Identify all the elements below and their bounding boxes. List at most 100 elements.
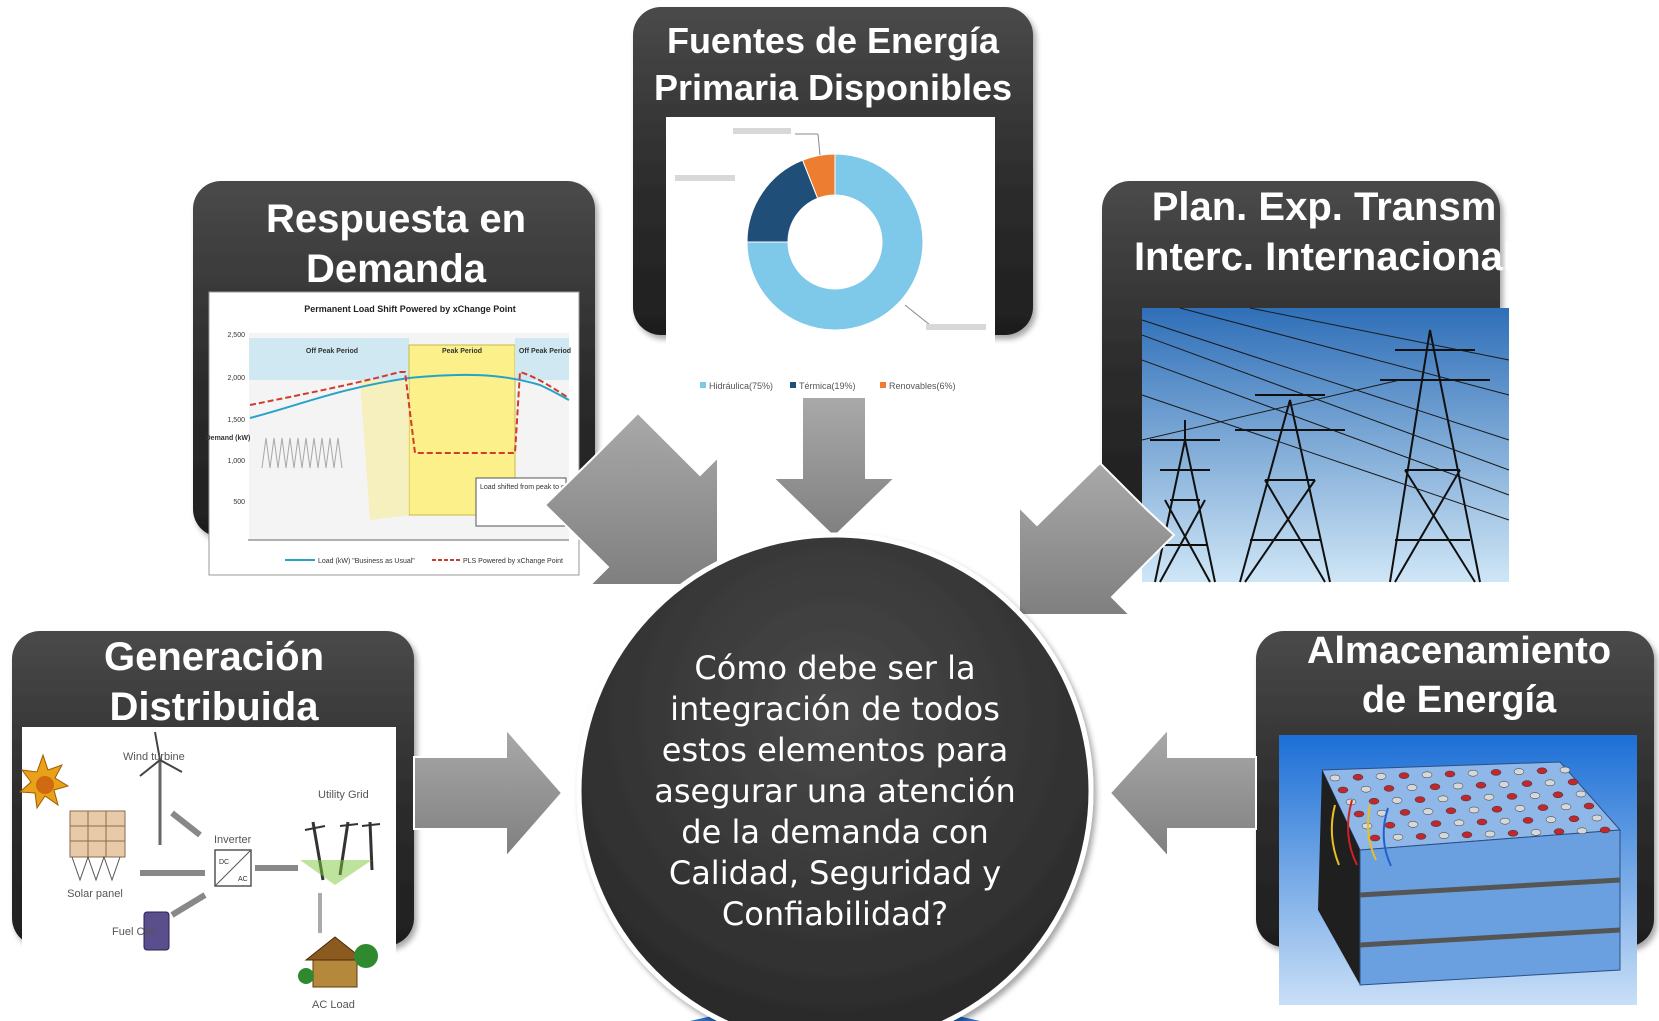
y-tick: 2,000	[227, 375, 245, 382]
center-text-line: Confiabilidad?	[722, 895, 948, 933]
center-text-line: asegurar una atención	[654, 772, 1015, 810]
utility-grid-icon	[300, 821, 381, 885]
center-circle	[576, 532, 1094, 1021]
panel-title-line: Fuentes de Energía	[667, 20, 1000, 61]
battery-terminal	[1559, 766, 1571, 774]
battery-terminal	[1583, 802, 1595, 810]
inverter-ac: AC	[238, 876, 248, 883]
battery-terminal	[1513, 768, 1525, 775]
panel-generacion-distribuida: Generación Distribuida Solar panel Wind …	[12, 631, 414, 1019]
panel-title-line: Generación	[104, 635, 324, 679]
center-text-line: estos elementos para	[662, 731, 1008, 769]
battery-terminal	[1398, 772, 1410, 779]
wire-blue	[1382, 807, 1392, 867]
battery-terminal	[1567, 778, 1579, 786]
arrow-left-icon	[1108, 726, 1257, 860]
period-label: Peak Period	[442, 348, 482, 355]
load-curve	[249, 373, 570, 419]
legend-label: Térmica(19%)	[799, 381, 856, 391]
center-text-line: de la demanda con	[681, 813, 988, 851]
battery-terminal	[1415, 833, 1427, 840]
battery-terminal	[1369, 834, 1381, 842]
battery-terminal	[1476, 818, 1488, 826]
donut-segment	[801, 153, 836, 199]
period-label: Off Peak Period	[306, 348, 358, 355]
battery-terminal	[1353, 810, 1365, 818]
battery-terminal	[1392, 833, 1404, 841]
y-tick: 500	[233, 499, 245, 506]
ac-load-label: AC Load	[312, 999, 355, 1011]
pls-curve	[249, 370, 570, 454]
battery-terminal	[1484, 830, 1496, 838]
transmission-towers-photo	[1141, 307, 1510, 583]
legend-swatch	[790, 382, 796, 388]
battery-terminal	[1599, 826, 1611, 834]
wire-red	[1347, 799, 1358, 866]
battery-terminal	[1430, 820, 1442, 827]
battery-terminal	[1491, 805, 1503, 813]
y-tick: 1,500	[227, 417, 245, 424]
battery-terminal	[1368, 797, 1380, 805]
wire-yellow	[1367, 804, 1377, 861]
battery-front	[1359, 829, 1621, 986]
battery-terminal	[1429, 783, 1441, 791]
leader-line	[904, 304, 931, 326]
battery-terminal	[1529, 792, 1541, 799]
battery-terminal	[1391, 797, 1403, 804]
center-text-line: integración de todos	[670, 690, 1000, 728]
battery-terminal	[1591, 814, 1603, 822]
battery-terminal	[1514, 805, 1526, 812]
battery-terminal	[1361, 822, 1373, 830]
battery-terminal	[1460, 794, 1472, 802]
battery-terminal	[1490, 769, 1502, 776]
donut-chart	[746, 153, 924, 331]
panel-title-line: Distribuida	[110, 685, 320, 729]
shift-area	[360, 380, 409, 520]
battery-terminal	[1421, 771, 1433, 779]
battery-terminal	[1498, 781, 1510, 788]
panel-title-line: Almacenamiento	[1307, 630, 1611, 672]
panel-fuentes-energia: Fuentes de Energía Primaria Disponibles …	[633, 7, 1033, 402]
battery-terminal	[1422, 808, 1434, 815]
battery-terminal	[1499, 817, 1511, 825]
inverter-dc: DC	[219, 859, 229, 866]
battery-terminal	[1414, 796, 1426, 803]
battery-terminal	[1399, 809, 1411, 816]
fuel-cell-icon	[143, 911, 170, 951]
blurred-label	[926, 324, 986, 330]
panel-title-line: Demanda	[306, 247, 487, 291]
leader-line	[817, 133, 821, 156]
battery-terminal	[1406, 784, 1418, 791]
battery-terminal	[1553, 828, 1565, 835]
battery-terminal	[1452, 782, 1464, 790]
center-text-line: Calidad, Seguridad y	[669, 854, 1001, 892]
solar-panel-label: Solar panel	[67, 888, 123, 900]
solar-panel-icon	[69, 810, 126, 882]
wind-turbine-icon	[139, 731, 183, 845]
battery-terminal	[1521, 780, 1533, 787]
period-label: Off Peak Period	[519, 348, 571, 355]
fuel-cell-label: Fuel Cell	[112, 926, 155, 938]
off-peak-band	[249, 338, 409, 380]
battery-terminal	[1383, 785, 1395, 792]
battery-terminal	[1545, 816, 1557, 823]
battery-terminal	[1560, 803, 1572, 811]
panel-almacenamiento: Almacenamiento de Energía	[1256, 630, 1654, 1005]
arrows	[413, 396, 1257, 860]
wire-yellow	[1330, 804, 1340, 866]
battery-terminal	[1453, 819, 1465, 827]
battery-terminal	[1552, 791, 1564, 799]
center-text-line: Cómo debe ser la	[694, 649, 975, 687]
panel-respuesta-demanda: Respuesta en Demanda Permanent Load Shif…	[193, 181, 693, 576]
inverter-label: Inverter	[214, 834, 252, 846]
battery-terminal	[1444, 770, 1456, 778]
battery-terminal	[1576, 827, 1588, 835]
battery-terminal	[1445, 807, 1457, 815]
y-axis-label: Demand (kW)	[206, 435, 251, 442]
blurred-label	[675, 175, 735, 181]
photo-sky	[1142, 308, 1509, 582]
battery-straps	[1359, 877, 1621, 948]
storage-cycle	[261, 437, 343, 469]
battery-terminal	[1467, 769, 1479, 777]
